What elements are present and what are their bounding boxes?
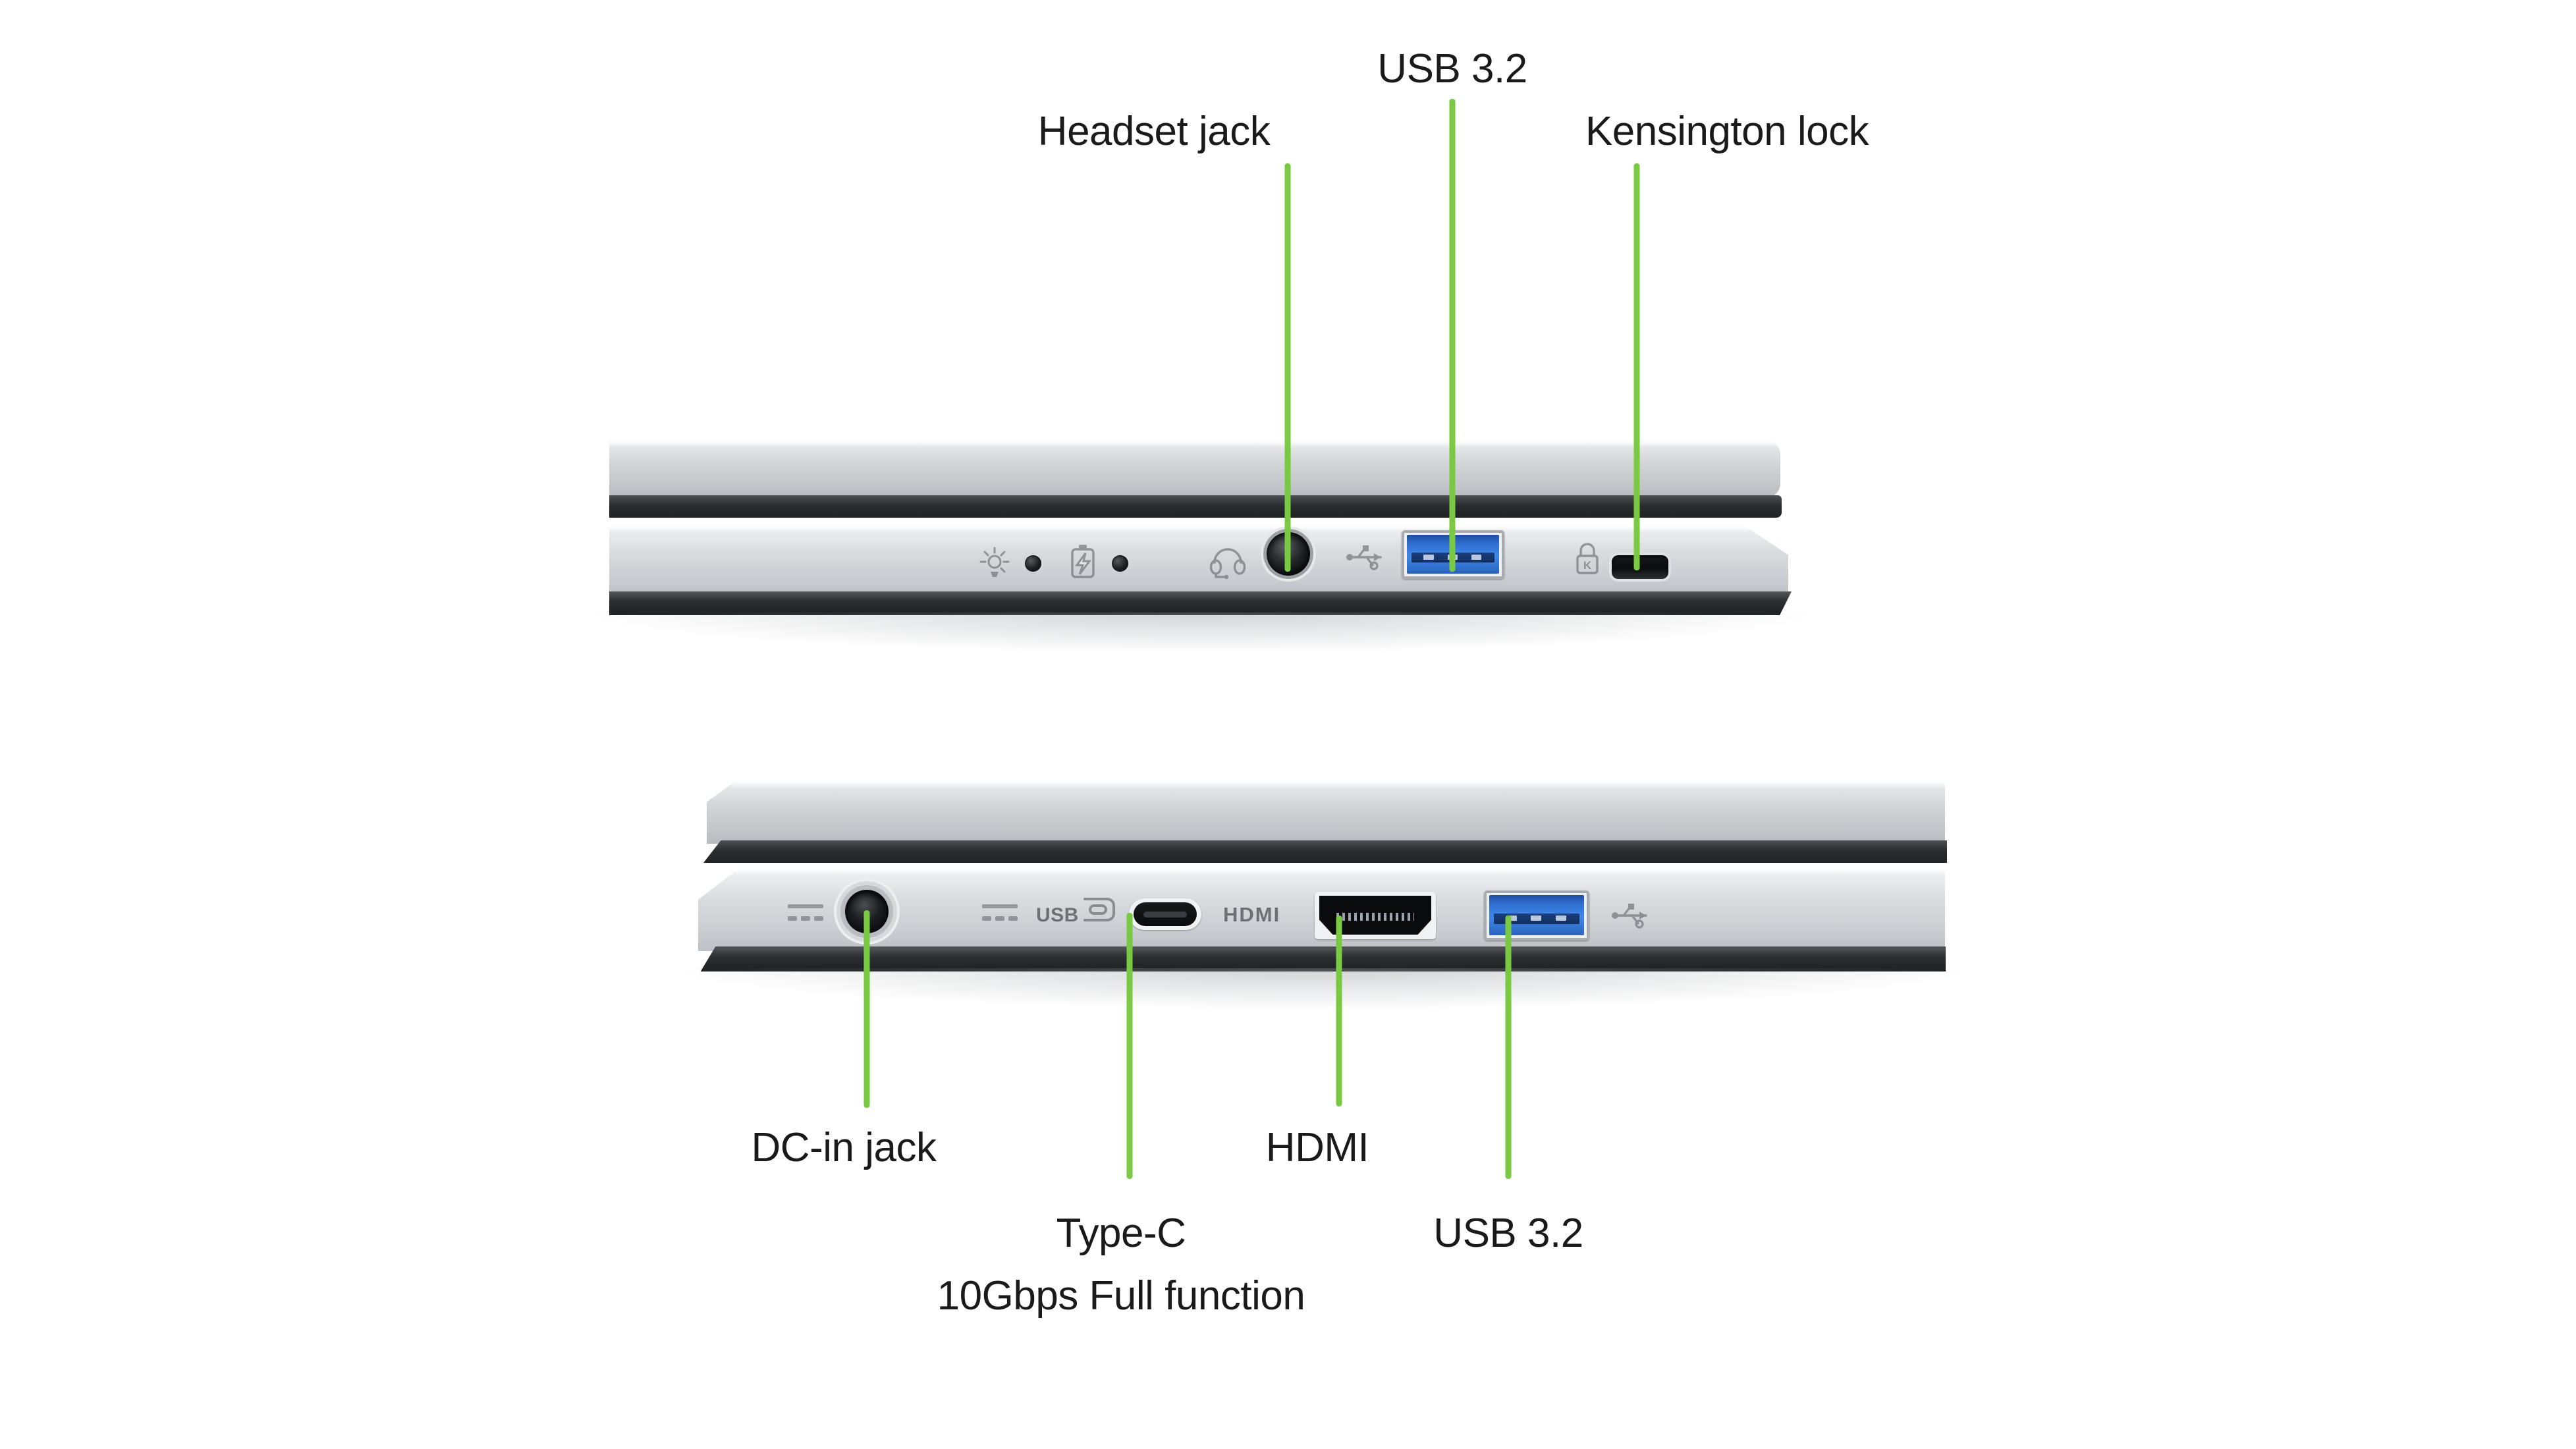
leader-hdmi xyxy=(1336,916,1342,1107)
label-dc-in-jack: DC-in jack xyxy=(751,1125,937,1170)
usb-a-pin xyxy=(1423,554,1434,560)
label-usb-32-top: USB 3.2 xyxy=(1377,46,1527,92)
laptop-shadow xyxy=(596,613,1808,652)
vent-grill-icon xyxy=(785,900,826,929)
hdmi-pins xyxy=(1336,913,1414,921)
laptop-base-edge xyxy=(700,946,1946,971)
kensington-lock-icon: K xyxy=(1574,541,1601,576)
laptop-lid-edge xyxy=(609,495,1782,518)
leader-type-c xyxy=(1126,913,1133,1179)
hdmi-logo-text: HDMI xyxy=(1223,903,1281,926)
laptop-shadow xyxy=(682,968,1960,1009)
battery-led-dot xyxy=(1112,555,1128,572)
leader-usb-32-bottom xyxy=(1505,916,1512,1179)
base-highlight xyxy=(735,868,1945,875)
type-c-cavity xyxy=(1134,902,1197,926)
label-kensington-lock: Kensington lock xyxy=(1585,109,1869,154)
laptop-base-edge xyxy=(609,591,1792,615)
headset-icon xyxy=(1209,540,1247,580)
type-c-tongue xyxy=(1143,911,1187,918)
power-led-dot xyxy=(1025,555,1041,572)
leader-dc-in-jack xyxy=(863,910,870,1108)
label-type-c-subtitle: 10Gbps Full function xyxy=(937,1273,1305,1319)
vent-grill-icon xyxy=(979,900,1020,929)
usb-a-cavity xyxy=(1489,895,1584,935)
laptop-lid-top xyxy=(609,440,1780,498)
label-type-c: Type-C xyxy=(1056,1211,1186,1256)
usb-c-logo-text: USB xyxy=(1036,904,1079,926)
battery-charging-icon xyxy=(1066,543,1100,582)
power-indicator-icon xyxy=(979,545,1010,580)
label-hdmi: HDMI xyxy=(1265,1125,1369,1170)
usb-a-pin xyxy=(1506,915,1517,921)
label-usb-32-bottom: USB 3.2 xyxy=(1433,1211,1583,1256)
usb-trident-icon xyxy=(1610,901,1651,930)
kensington-lock-slot[interactable] xyxy=(1612,555,1668,579)
svg-text:K: K xyxy=(1583,559,1592,572)
leader-usb-32-top xyxy=(1449,99,1456,572)
usb-trident-icon xyxy=(1345,543,1386,572)
usb-a-pin xyxy=(1471,554,1482,560)
hdmi-port[interactable] xyxy=(1315,892,1436,939)
leader-headset-jack xyxy=(1284,163,1291,572)
laptop-lid-bottom xyxy=(707,780,1945,844)
usb-c-logo-icon xyxy=(1082,894,1116,925)
lid-highlight xyxy=(731,780,1945,788)
label-headset-jack: Headset jack xyxy=(1037,109,1271,154)
leader-kensington-lock xyxy=(1633,163,1640,570)
laptop-lid-edge xyxy=(703,840,1947,863)
usb-type-c-port[interactable] xyxy=(1129,898,1201,930)
usb-a-port-left[interactable] xyxy=(1484,890,1589,941)
usb-a-pin xyxy=(1531,915,1542,921)
usb-a-pin xyxy=(1555,915,1566,921)
lid-highlight xyxy=(609,440,1780,448)
base-highlight xyxy=(609,525,1788,532)
